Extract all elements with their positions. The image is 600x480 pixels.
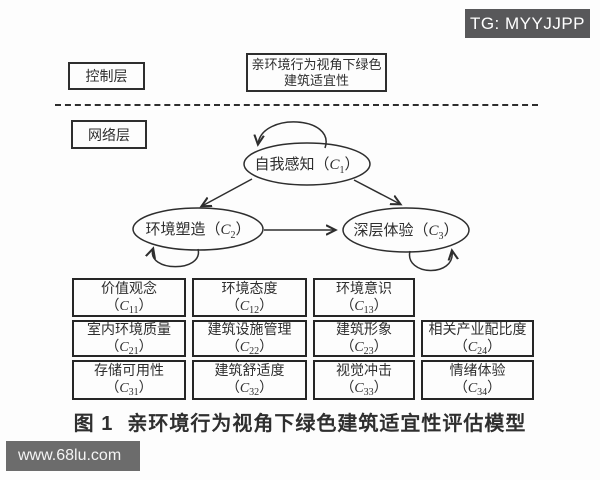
indicator-box-c24: 相关产业配比度 （C24） bbox=[421, 320, 534, 357]
layer-divider-dashed-line bbox=[55, 104, 538, 106]
node-label-c1: 自我感知（C1） bbox=[254, 156, 359, 176]
node-ellipse-c2 bbox=[132, 207, 264, 251]
node-label-c3: 深层体验（C3） bbox=[353, 222, 458, 242]
control-layer-label: 控制层 bbox=[85, 70, 128, 85]
figure-title: 亲环境行为视角下绿色建筑适宜性评估模型 bbox=[127, 413, 527, 435]
node-label-c2: 环境塑造（C2） bbox=[145, 220, 250, 241]
indicator-grid: 价值观念 （C11） 环境态度 （C12） 环境意识 （C13） 室内环境质量 … bbox=[72, 278, 534, 400]
self-loop-c1 bbox=[258, 121, 327, 149]
figure-caption: 图 1 亲环境行为视角下绿色建筑适宜性评估模型 bbox=[0, 407, 600, 436]
indicator-box-c23: 建筑形象 （C23） bbox=[313, 320, 415, 357]
indicator-box-c33: 视觉冲击 （C33） bbox=[313, 360, 415, 400]
self-loop-c2 bbox=[152, 249, 199, 268]
self-loop-c3 bbox=[408, 251, 453, 272]
goal-line-1: 亲环境行为视角下绿色 bbox=[251, 56, 382, 72]
indicator-box-c13: 环境意识 （C13） bbox=[313, 278, 415, 317]
indicator-box-c31: 存储可用性 （C31） bbox=[72, 360, 186, 400]
arrow-c1-to-c3 bbox=[353, 179, 400, 204]
site-watermark-badge: www.68lu.com bbox=[6, 441, 140, 471]
goal-line-2: 建筑适宜性 bbox=[283, 72, 349, 88]
figure-number: 图 1 bbox=[73, 413, 114, 435]
node-ellipse-c3 bbox=[342, 207, 470, 253]
indicator-box-c32: 建筑舒适度 （C32） bbox=[192, 360, 307, 400]
indicator-box-c22: 建筑设施管理 （C22） bbox=[192, 320, 307, 357]
goal-box: 亲环境行为视角下绿色 建筑适宜性 bbox=[246, 53, 387, 92]
control-layer-box: 控制层 bbox=[68, 62, 145, 90]
arrow-c1-to-c2 bbox=[202, 178, 253, 206]
indicator-box-c21: 室内环境质量 （C21） bbox=[72, 320, 186, 357]
tg-watermark-badge: TG: MYYJJPP bbox=[465, 9, 590, 38]
indicator-box-c11: 价值观念 （C11） bbox=[72, 278, 186, 317]
network-layer-label: 网络层 bbox=[88, 128, 130, 144]
network-layer-box: 网络层 bbox=[71, 120, 147, 149]
indicator-box-c34: 情绪体验 （C34） bbox=[421, 360, 534, 400]
indicator-box-c12: 环境态度 （C12） bbox=[192, 278, 307, 317]
node-ellipse-c1 bbox=[243, 142, 371, 186]
